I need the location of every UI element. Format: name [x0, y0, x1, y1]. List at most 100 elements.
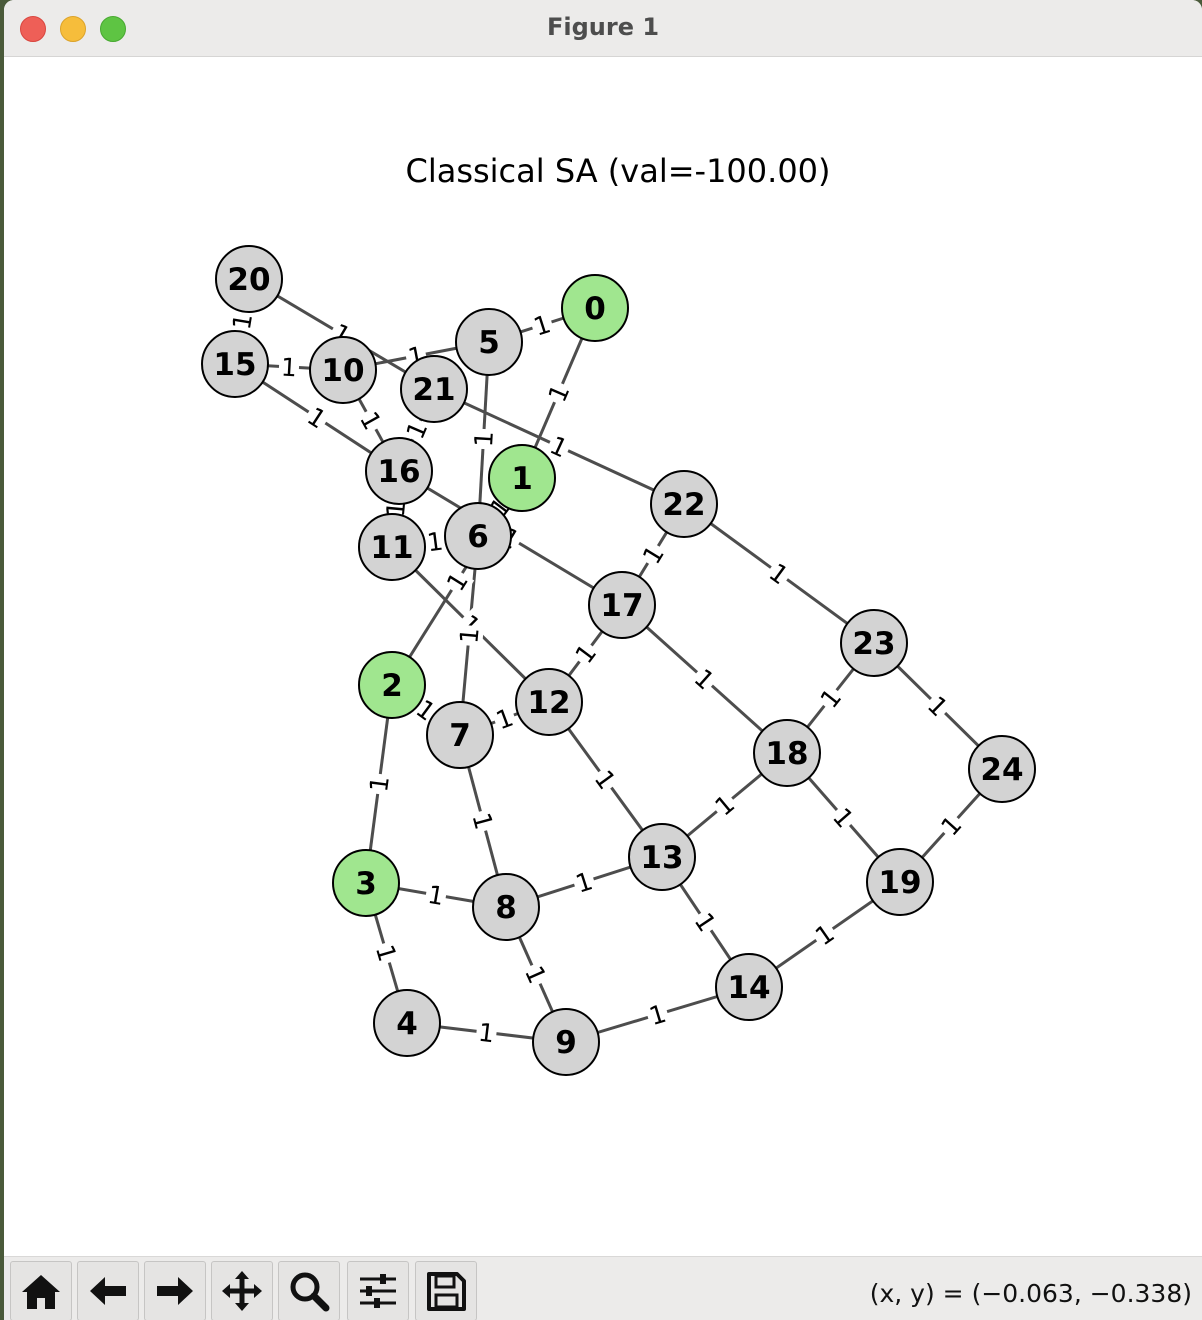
node-10: 10 [309, 336, 377, 404]
node-label: 17 [600, 588, 643, 624]
node-4: 4 [373, 989, 441, 1057]
node-17: 17 [588, 571, 656, 639]
edge-weight-13-14: 1 [688, 905, 723, 939]
node-label: 10 [321, 353, 364, 389]
svg-text:1: 1 [469, 430, 499, 448]
node-label: 21 [412, 372, 455, 408]
arrow-right-icon [157, 1277, 193, 1305]
edge-weight-8-13: 1 [570, 865, 598, 899]
node-label: 24 [980, 752, 1023, 788]
node-label: 20 [227, 262, 270, 298]
node-19: 19 [866, 848, 934, 916]
home-button[interactable] [10, 1261, 72, 1320]
node-7: 7 [426, 701, 494, 769]
node-label: 6 [467, 519, 489, 555]
node-label: 2 [381, 668, 403, 704]
node-11: 11 [358, 513, 426, 581]
edge-weight-20-15: 1 [226, 309, 258, 334]
move-icon [222, 1271, 262, 1311]
svg-text:1: 1 [425, 527, 444, 558]
node-label: 5 [478, 325, 500, 361]
node-13: 13 [628, 823, 696, 891]
zoom-window-button[interactable] [100, 16, 126, 42]
node-label: 12 [527, 685, 570, 721]
node-label: 3 [355, 866, 377, 902]
cursor-coordinates-readout: (x, y) = (−0.063, −0.338) [869, 1279, 1192, 1308]
home-icon [22, 1275, 60, 1309]
node-3: 3 [332, 849, 400, 917]
edge-weight-3-8: 1 [423, 879, 449, 911]
edge-weight-7-12: 1 [490, 701, 519, 735]
minimize-window-button[interactable] [60, 16, 86, 42]
svg-text:1: 1 [454, 626, 484, 644]
edge-weight-10-16: 1 [353, 404, 389, 437]
edge-weight-6-7: 1 [454, 624, 485, 647]
node-8: 8 [472, 873, 540, 941]
close-window-button[interactable] [20, 16, 46, 42]
node-label: 14 [727, 970, 770, 1006]
node-16: 16 [365, 437, 433, 505]
node-label: 0 [584, 291, 606, 327]
svg-text:1: 1 [227, 311, 258, 331]
node-label: 16 [377, 454, 420, 490]
svg-text:1: 1 [477, 1018, 496, 1049]
arrow-left-icon [90, 1277, 126, 1305]
node-1: 1 [488, 444, 556, 512]
svg-text:1: 1 [280, 353, 297, 383]
svg-text:1: 1 [466, 810, 498, 833]
node-18: 18 [753, 719, 821, 787]
node-23: 23 [840, 609, 908, 677]
node-label: 19 [878, 865, 921, 901]
sliders-icon [360, 1274, 396, 1308]
node-12: 12 [515, 668, 583, 736]
svg-text:1: 1 [646, 999, 670, 1031]
node-label: 7 [449, 718, 471, 754]
edge-weight-22-17: 1 [635, 538, 671, 571]
node-5: 5 [455, 308, 523, 376]
edge-weight-2-3: 1 [363, 772, 395, 796]
node-label: 15 [213, 347, 256, 383]
svg-text:1: 1 [370, 941, 402, 964]
node-label: 11 [370, 530, 413, 566]
title-bar: Figure 1 [4, 0, 1202, 57]
edge-labels-layer: 1111111111111111111111111111111111111111 [226, 308, 969, 1049]
svg-text:1: 1 [426, 880, 447, 911]
node-label: 22 [662, 487, 705, 523]
pan-button[interactable] [211, 1261, 273, 1320]
floppy-disk-icon [427, 1272, 466, 1311]
forward-button[interactable] [144, 1261, 206, 1320]
node-21: 21 [400, 355, 468, 423]
edge-weight-9-14: 1 [643, 998, 672, 1031]
node-20: 20 [215, 245, 283, 313]
node-label: 13 [640, 840, 683, 876]
edge-weight-11-6: 1 [423, 526, 447, 557]
edge-weight-15-16: 1 [300, 400, 334, 435]
node-22: 22 [650, 470, 718, 538]
save-button[interactable] [415, 1261, 477, 1320]
edge-weight-12-13: 1 [588, 763, 623, 796]
node-label: 18 [765, 736, 808, 772]
node-9: 9 [532, 1008, 600, 1076]
svg-text:1: 1 [364, 774, 395, 794]
edge-weight-3-4: 1 [370, 939, 403, 967]
node-14: 14 [715, 953, 783, 1021]
node-24: 24 [968, 735, 1036, 803]
zoom-button[interactable] [278, 1261, 340, 1320]
magnifier-icon [290, 1272, 330, 1312]
edge-weight-0-1: 1 [541, 378, 575, 408]
node-6: 6 [444, 502, 512, 570]
node-label: 1 [511, 461, 533, 497]
plot-title: Classical SA (val=-100.00) [405, 152, 830, 190]
edge-weight-8-9: 1 [519, 959, 553, 990]
edge-weight-22-23: 1 [762, 556, 796, 591]
edge-weight-23-18: 1 [813, 681, 848, 715]
node-label: 8 [495, 890, 517, 926]
edge-weight-17-12: 1 [568, 637, 603, 670]
configure-subplots-button[interactable] [347, 1261, 409, 1320]
edge-weight-19-14: 1 [808, 917, 841, 952]
back-button[interactable] [77, 1261, 139, 1320]
node-15: 15 [201, 330, 269, 398]
window-title: Figure 1 [546, 13, 660, 41]
